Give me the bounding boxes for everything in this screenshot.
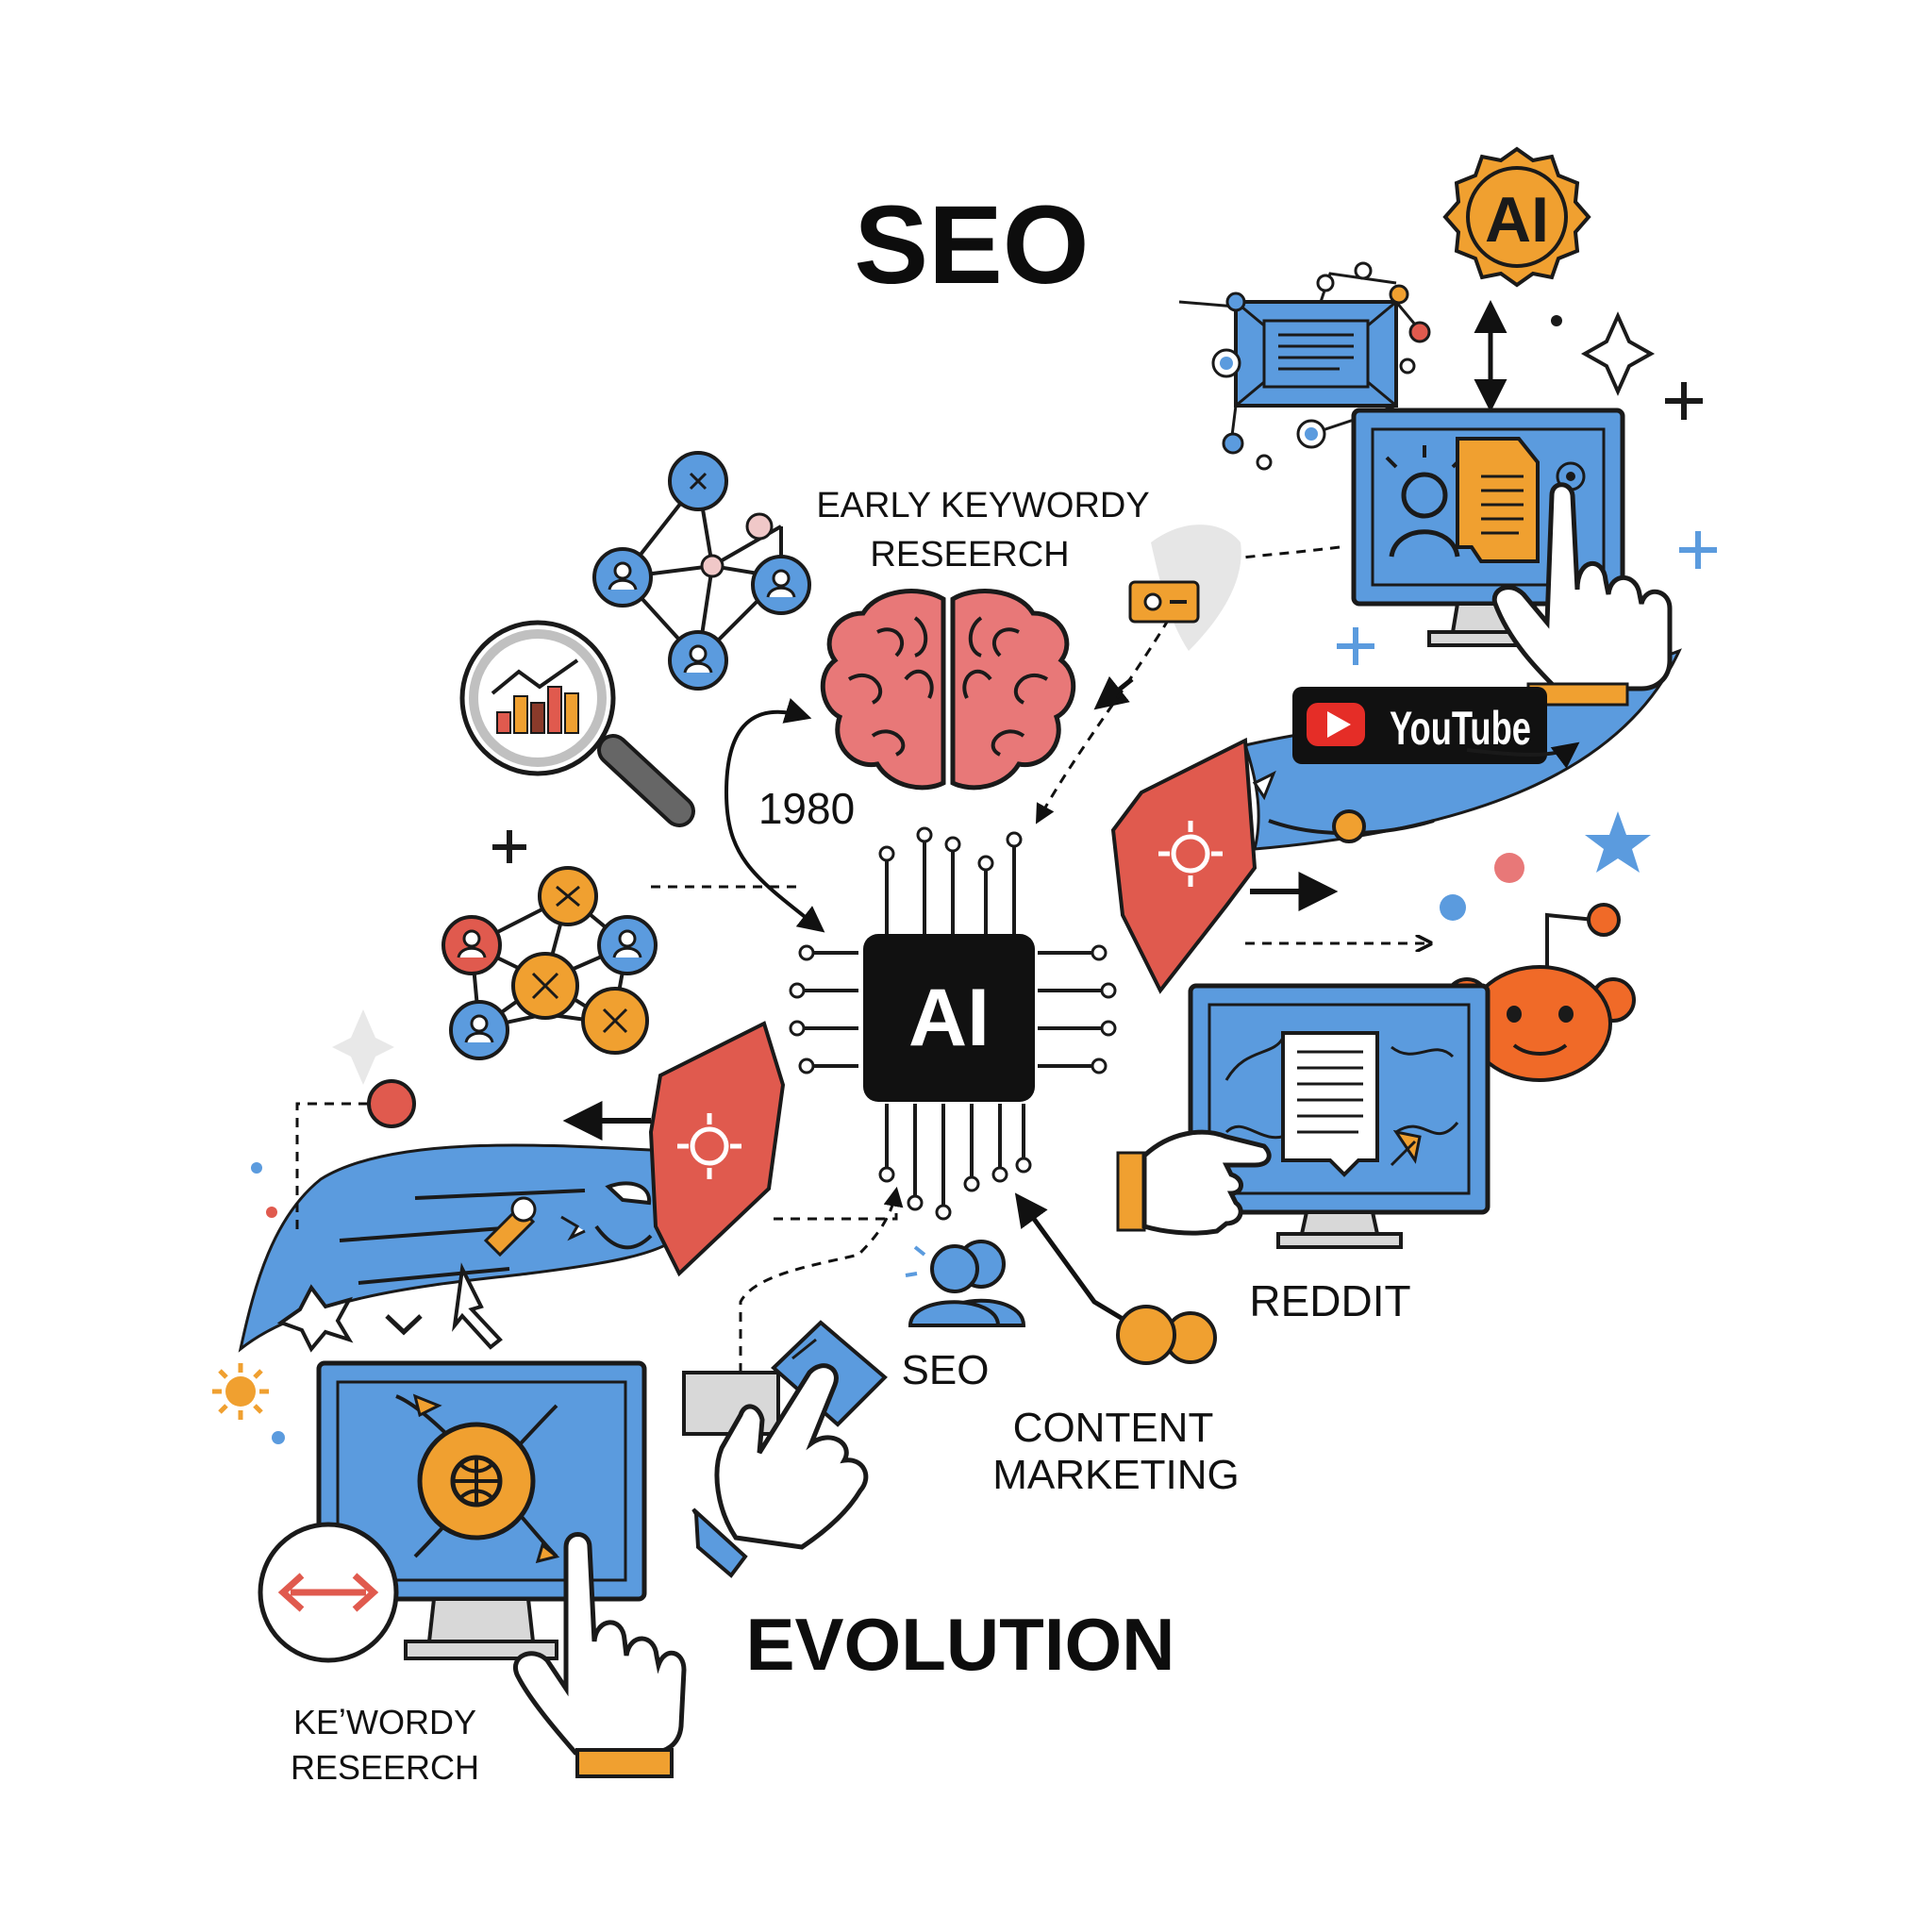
ai-chip-label: AI (908, 973, 990, 1063)
monitor-globe-icon (316, 1360, 647, 1660)
dashed-line-far-left (295, 1102, 368, 1236)
monitor-document-icon (1351, 408, 1625, 647)
label-content-line1: CONTENT (1013, 1405, 1214, 1451)
reddit-alien-icon (1444, 903, 1636, 1082)
star-icon (1585, 811, 1651, 873)
sun-icon (212, 1363, 269, 1420)
swoosh-decorations (276, 1181, 653, 1353)
dashed-line-bottom (774, 1189, 898, 1221)
orange-network-icon (441, 866, 658, 1060)
red-arrow-panel-right (1110, 737, 1257, 994)
label-early-keyword-line2: RESEERCH (870, 535, 1069, 575)
sparkle-icon (1580, 311, 1656, 396)
label-reddit: REDDIT (1249, 1276, 1410, 1325)
document-network-icon (1178, 261, 1431, 471)
ai-badge-icon (1442, 146, 1591, 288)
red-arrow-panel-left (648, 1021, 786, 1277)
pointing-hand-icon (1491, 482, 1673, 707)
youtube-label: YouTube (1390, 702, 1531, 755)
dot-icon (1440, 894, 1466, 921)
plus-icon (492, 830, 526, 863)
page-subtitle: EVOLUTION (745, 1603, 1174, 1686)
plus-icon (1679, 531, 1717, 569)
label-keyword-line1: KEʼWORDY (293, 1703, 476, 1741)
youtube-logo (1292, 687, 1547, 764)
dot-icon (251, 1162, 262, 1174)
plus-icon (1337, 627, 1374, 665)
label-content-line2: MARKETING (992, 1452, 1240, 1498)
dot-icon (1494, 853, 1524, 883)
dot-icon (1551, 315, 1562, 326)
hand-card-icon (682, 1320, 888, 1578)
coins-icon (1116, 1305, 1217, 1365)
dot-icon (272, 1431, 285, 1444)
ai-badge-label: AI (1485, 184, 1549, 256)
dot-icon (1332, 809, 1366, 843)
label-year: 1980 (758, 784, 855, 833)
pointing-hand-icon (513, 1532, 687, 1778)
label-seo: SEO (902, 1347, 990, 1393)
ai-chip (789, 826, 1117, 1221)
magnifier-chart-icon (459, 620, 695, 827)
sparkle-icon (332, 1009, 394, 1085)
people-icon (905, 1240, 1026, 1327)
arrow-content-to-chip (1014, 1192, 1124, 1322)
page-title: SEO (854, 183, 1089, 308)
hand-pointing-right-icon (1116, 1129, 1272, 1236)
dashed-arrow-monitor-to-chip (1035, 545, 1341, 824)
plus-icon (1665, 382, 1703, 420)
brain-icon (820, 589, 1076, 791)
people-network-icon (592, 451, 811, 691)
code-circle-icon (258, 1522, 399, 1663)
dashed-arrow-hand-to-chip (739, 1186, 904, 1373)
label-early-keyword-line1: EARLY KEYWORDY (816, 486, 1149, 525)
dot-icon (266, 1207, 277, 1218)
tag-icon (1128, 580, 1200, 624)
label-keyword-line2: RESEERCH (291, 1748, 479, 1787)
dot-icon (367, 1079, 416, 1128)
